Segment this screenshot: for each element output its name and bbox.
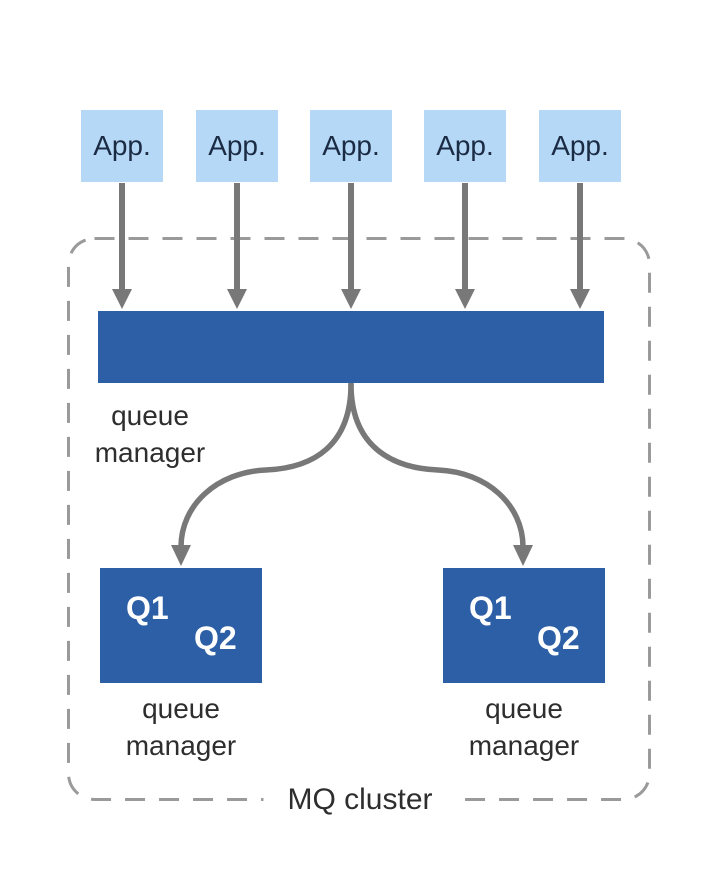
queue-q2-label: Q2 (537, 620, 580, 656)
app-label: App. (436, 130, 494, 161)
down-arrow (455, 183, 475, 309)
down-arrow (112, 183, 132, 309)
queue-manager-label: queue manager (125, 693, 237, 761)
app-box: App. (539, 110, 621, 182)
cluster-title: MQ cluster (263, 779, 457, 821)
down-arrow (227, 183, 247, 309)
curve-arrow-left (171, 381, 354, 566)
queue-q1-label: Q1 (126, 590, 169, 626)
queue-q2-label: Q2 (194, 620, 237, 656)
app-box: App. (196, 110, 278, 182)
curve-arrow-right (348, 381, 533, 566)
queue-manager-box: Q1 Q2 (100, 568, 262, 683)
down-arrow (341, 183, 361, 309)
app-label: App. (93, 130, 151, 161)
cluster-boundary (67, 237, 651, 801)
down-arrow (570, 183, 590, 309)
queue-manager-box: Q1 Q2 (443, 568, 605, 683)
app-label: App. (208, 130, 266, 161)
app-label: App. (551, 130, 609, 161)
queue-manager-label: queue manager (468, 693, 580, 761)
app-label: App. (322, 130, 380, 161)
gateway-queue-manager-label: queue manager (94, 400, 206, 468)
gateway-queue-manager-bar (98, 311, 604, 383)
app-box: App. (81, 110, 163, 182)
app-box: App. (310, 110, 392, 182)
app-box: App. (424, 110, 506, 182)
queue-q1-label: Q1 (469, 590, 512, 626)
